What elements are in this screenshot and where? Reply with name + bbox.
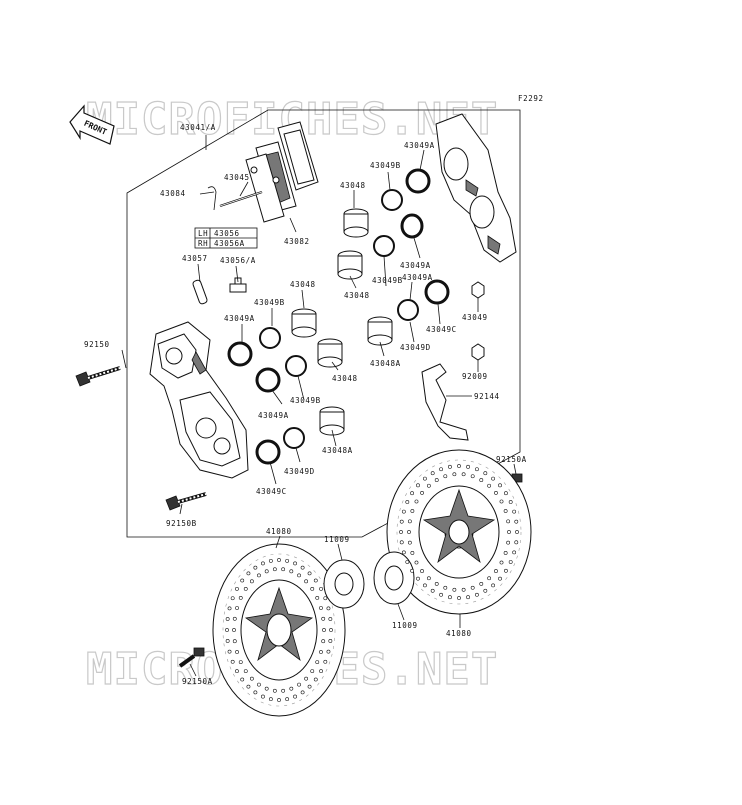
part-label-92150b: 92150B <box>166 519 197 528</box>
part-label-43049d-b: 43049D <box>400 343 431 352</box>
part-label-43048-b: 43048 <box>332 374 358 383</box>
part-label-43049a-e: 43049A <box>402 273 433 282</box>
rh-part-number: 43056A <box>214 239 245 248</box>
left-caliper-body <box>149 321 249 479</box>
disc-bolt-92150a-left <box>178 647 205 668</box>
part-label-43049b-c: 43049B <box>370 161 401 170</box>
caliper-assembly-frame <box>126 109 521 538</box>
part-label-43049d-a: 43049D <box>284 467 315 476</box>
part-label-92150: 92150 <box>84 340 110 349</box>
right-caliper-body <box>435 113 517 263</box>
part-label-43049a-b: 43049A <box>258 411 289 420</box>
part-label-43048a-a: 43048A <box>322 446 353 455</box>
seal-rings <box>227 168 450 465</box>
part-label-43049: 43049 <box>462 313 488 322</box>
part-label-43084: 43084 <box>160 189 186 198</box>
watermark-top: MICROFICHES.NET <box>86 94 498 145</box>
part-label-43049c-b: 43049C <box>426 325 457 334</box>
part-label-43057: 43057 <box>182 254 208 263</box>
part-label-43049c-a: 43049C <box>256 487 287 496</box>
lh-label: LH <box>198 229 208 238</box>
part-label-43048-a: 43048 <box>290 280 316 289</box>
lh-part-number: 43056 <box>214 229 240 238</box>
bracket-hardware <box>421 281 485 441</box>
part-label-92144: 92144 <box>474 392 500 401</box>
part-label-43049a-c: 43049A <box>404 141 435 150</box>
brake-disc-right <box>386 449 532 615</box>
caliper-bolt-92150 <box>75 366 121 387</box>
part-label-43049b-a: 43049B <box>254 298 285 307</box>
caliper-bolt-92150b <box>165 492 207 511</box>
brake-disc-left <box>212 543 346 717</box>
part-label-43048a-b: 43048A <box>370 359 401 368</box>
disc-left-drill-holes <box>225 558 333 702</box>
part-label-43045: 43045 <box>224 173 250 182</box>
part-label-43082: 43082 <box>284 237 310 246</box>
part-label-92009: 92009 <box>462 372 488 381</box>
part-label-11009-b: 11009 <box>392 621 418 630</box>
part-label-43049a-a: 43049A <box>224 314 255 323</box>
part-label-43041a: 43041/A <box>180 123 216 132</box>
part-label-43049b-b: 43049B <box>290 396 321 405</box>
part-label-11009-a: 11009 <box>324 535 350 544</box>
part-label-43056a: 43056/A <box>220 256 256 265</box>
disc-left-drill-holes-inner <box>232 567 326 693</box>
front-arrow-icon: FRONT <box>69 104 115 145</box>
part-label-41080-a: 41080 <box>266 527 292 536</box>
part-label-43049a-d: 43049A <box>400 261 431 270</box>
part-label-43049b-d: 43049B <box>372 276 403 285</box>
piston-set <box>291 208 393 436</box>
leader-lines <box>121 135 517 677</box>
part-label-41080-b: 41080 <box>446 629 472 638</box>
part-label-43048-d: 43048 <box>344 291 370 300</box>
disc-right-drill-holes <box>399 464 519 600</box>
disc-right-drill-holes-inner <box>407 472 511 592</box>
pad-pin <box>207 186 263 211</box>
disc-spacer-plates <box>323 551 415 609</box>
part-label-92150a-a: 92150A <box>496 455 527 464</box>
rh-label: RH <box>198 239 208 248</box>
brake-pad-set <box>245 121 319 223</box>
figure-code: F2292 <box>518 94 544 103</box>
lh-rh-table: LH 43056 RH 43056A <box>194 227 258 249</box>
part-label-92150a-b: 92150A <box>182 677 213 686</box>
part-label-43048-c: 43048 <box>340 181 366 190</box>
